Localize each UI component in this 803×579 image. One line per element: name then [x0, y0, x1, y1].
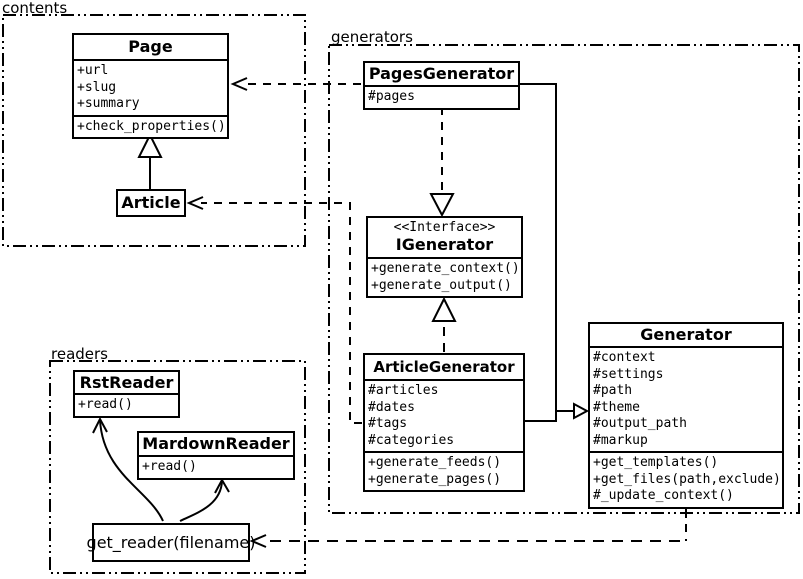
- methods-compartment: +read(): [75, 395, 178, 416]
- class-title-igenerator: <<Interface>> IGenerator: [368, 218, 521, 259]
- method-row: +generate_output(): [371, 277, 512, 293]
- class-box-mardownreader: MardownReader +read(): [137, 431, 295, 480]
- method-row: +generate_pages(): [368, 471, 502, 487]
- class-title-articlegenerator: ArticleGenerator: [365, 355, 523, 381]
- class-title-article: Article: [121, 193, 181, 212]
- class-title-rstreader: RstReader: [75, 372, 178, 395]
- package-border-generators: [328, 44, 800, 514]
- methods-compartment: +generate_context() +generate_output(): [368, 259, 521, 296]
- attribute-row: #markup: [593, 432, 648, 448]
- method-row: +generate_feeds(): [368, 455, 502, 470]
- attribute-row: #settings: [593, 366, 664, 382]
- methods-compartment: +read(): [139, 457, 293, 478]
- class-box-article: Article: [116, 189, 186, 217]
- class-box-articlegenerator: ArticleGenerator #articles #dates #tags …: [363, 353, 525, 492]
- realization-arrow-articlegenerator-to-igenerator: [431, 296, 457, 352]
- package-border-contents: [2, 14, 306, 247]
- method-row: +check_properties(): [77, 118, 226, 134]
- realization-arrow-pagesgenerator-to-igenerator: [429, 107, 455, 218]
- method-row: +get_files(path,exclude): [593, 471, 781, 487]
- package-label-generators: generators: [331, 28, 413, 46]
- package-label-contents: contents: [2, 0, 68, 17]
- methods-compartment: +generate_feeds() +generate_pages(): [365, 453, 523, 490]
- method-row: +read(): [142, 459, 197, 474]
- attribute-row: #articles: [368, 383, 439, 398]
- methods-compartment: +get_templates() +get_files(path,exclude…: [590, 453, 782, 507]
- attribute-row: +slug: [77, 79, 117, 95]
- function-box-get-reader: get_reader(filename): [87, 523, 255, 562]
- stereotype-label: <<Interface>>: [393, 220, 496, 235]
- methods-compartment: +check_properties(): [74, 117, 227, 138]
- package-label-readers: readers: [51, 345, 108, 363]
- class-box-rstreader: RstReader +read(): [73, 370, 180, 418]
- call-arrow-getreader-to-mardownreader: [179, 477, 230, 522]
- call-arrow-getreader-to-rstreader: [92, 416, 164, 522]
- class-title-mardownreader: MardownReader: [139, 433, 293, 457]
- method-row: +get_templates(): [593, 455, 719, 470]
- class-box-page: Page +url +slug +summary +check_properti…: [72, 33, 229, 139]
- dependency-arrow-pagesgenerator-to-page: [230, 77, 361, 91]
- class-box-pagesgenerator: PagesGenerator #pages: [363, 61, 520, 110]
- inheritance-arrow-generators-to-generator: [519, 83, 590, 422]
- attributes-compartment: #pages: [365, 87, 518, 108]
- method-row: +generate_context(): [371, 261, 520, 276]
- attributes-compartment: #context #settings #path #theme #output_…: [590, 348, 782, 453]
- attribute-row: #pages: [368, 89, 415, 104]
- attribute-row: #path: [593, 383, 633, 398]
- method-row: #_update_context(): [593, 488, 734, 503]
- attribute-row: #categories: [368, 432, 455, 448]
- class-title-generator: Generator: [590, 324, 782, 348]
- class-box-generator: Generator #context #settings #path #them…: [588, 322, 784, 509]
- attribute-row: #output_path: [593, 416, 687, 431]
- dependency-arrow-articlegenerator-to-article: [186, 196, 362, 424]
- attributes-compartment: +url +slug +summary: [74, 61, 227, 117]
- class-title-pagesgenerator: PagesGenerator: [365, 63, 518, 87]
- package-border-readers: [49, 360, 306, 574]
- class-box-igenerator: <<Interface>> IGenerator +generate_conte…: [366, 216, 523, 298]
- attribute-row: #theme: [593, 399, 640, 415]
- interface-name: IGenerator: [395, 235, 494, 254]
- method-row: +read(): [78, 397, 133, 412]
- attribute-row: #dates: [368, 399, 415, 415]
- attribute-row: +url: [77, 63, 109, 78]
- class-title-page: Page: [74, 35, 227, 61]
- attributes-compartment: #articles #dates #tags #categories: [365, 381, 523, 453]
- attribute-row: +summary: [77, 96, 140, 111]
- inheritance-arrow-article-to-page: [137, 132, 163, 189]
- attribute-row: #context: [593, 350, 656, 365]
- attribute-row: #tags: [368, 416, 408, 431]
- function-label: get_reader(filename): [86, 532, 256, 552]
